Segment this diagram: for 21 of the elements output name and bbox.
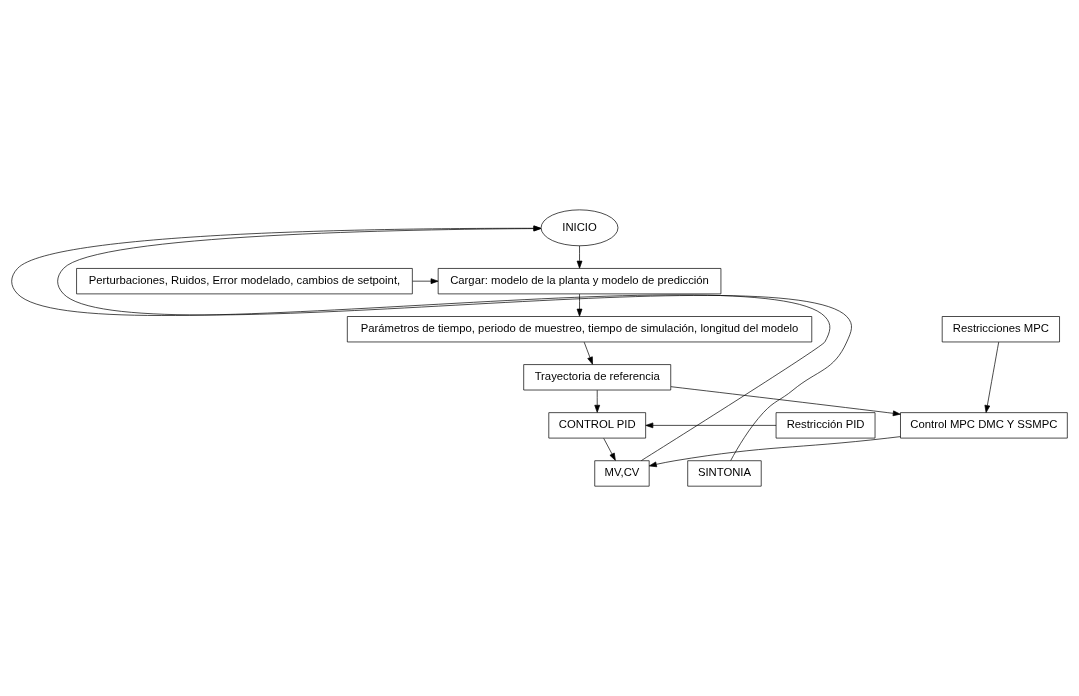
node-box: Restricciones MPC (941, 316, 1060, 343)
node-box: Perturbaciones, Ruidos, Error modelado, cambios de setpoint, (76, 268, 413, 295)
arrow (645, 422, 777, 429)
node-box: Trayectoria de referencia (523, 364, 672, 391)
arrow (649, 436, 901, 468)
arrow (603, 438, 616, 461)
arrow (583, 341, 593, 365)
node-box: Control MPC DMC Y SSMPC (900, 412, 1068, 439)
node-box: MV,CV (594, 460, 650, 487)
arrow (594, 389, 601, 413)
arrow (670, 386, 901, 417)
node-box: SINTONIA (687, 460, 762, 487)
node-box: CONTROL PID (548, 412, 646, 439)
arrow (576, 245, 583, 269)
node-box: Parámetros de tiempo, periodo de muestreo, tiempo de simulación, longitud del modelo (346, 316, 813, 343)
arrow (984, 341, 1000, 413)
arrow (412, 278, 439, 284)
node-box: Cargar: modelo de la planta y modelo de predicción (437, 268, 722, 295)
node-box: Restricción PID (775, 412, 876, 439)
node-ellipse: INICIO (540, 209, 619, 247)
arrow (576, 293, 583, 317)
